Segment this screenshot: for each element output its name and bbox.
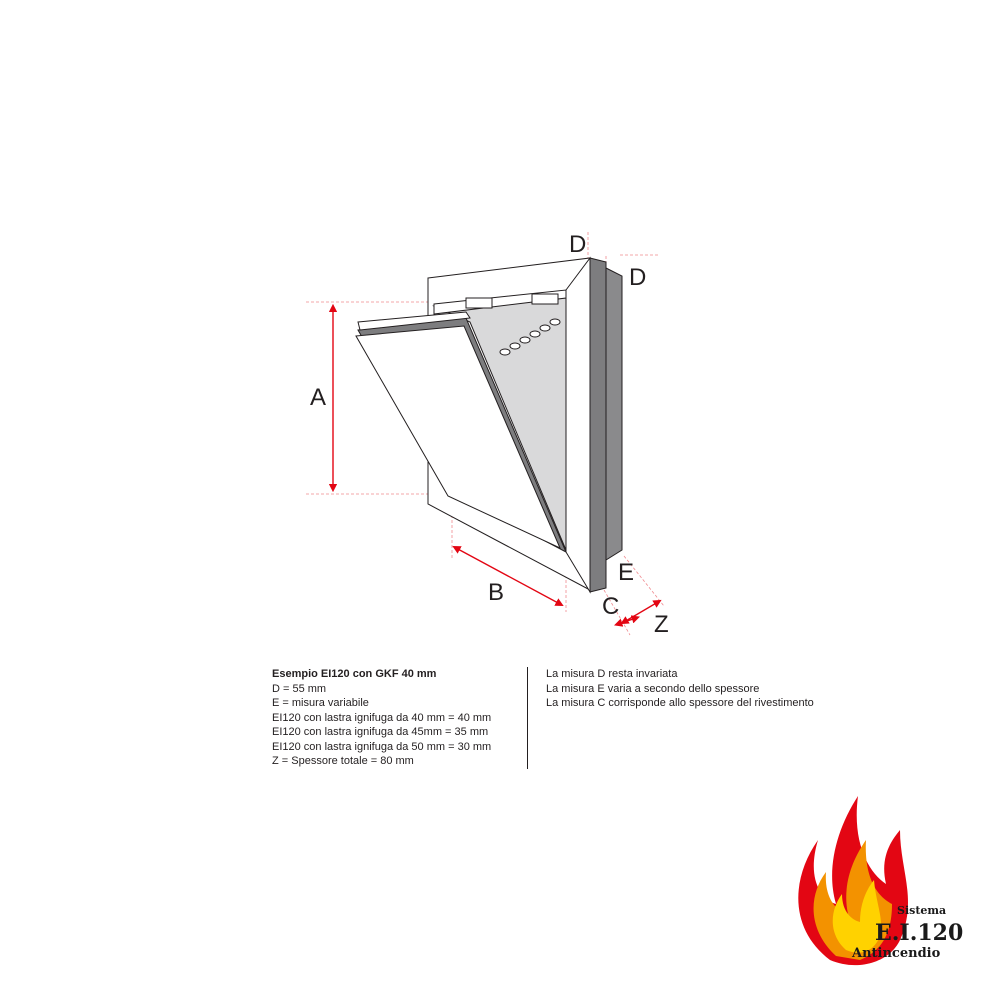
flame-icon bbox=[798, 796, 908, 966]
arrow-B bbox=[452, 546, 564, 606]
frame-front-face bbox=[565, 256, 591, 594]
label-C: C bbox=[602, 593, 619, 620]
ei120-logo: Sistema E.I.120 Antincendio bbox=[798, 796, 963, 966]
notes-right-column: La misura D resta invariata La misura E … bbox=[546, 667, 846, 711]
note-line: EI120 con lastra ignifuga da 45mm = 35 m… bbox=[272, 726, 489, 738]
notes-divider bbox=[527, 667, 528, 769]
label-D-top: D bbox=[569, 231, 586, 258]
note-line: La misura C corrisponde allo spessore de… bbox=[546, 697, 814, 709]
arrow-Z bbox=[620, 599, 662, 625]
hinge-bracket-left bbox=[465, 297, 493, 309]
label-E: E bbox=[618, 559, 634, 586]
logo-line-sistema: Sistema bbox=[897, 904, 946, 917]
frame-side bbox=[589, 257, 607, 593]
note-line: Z = Spessore totale = 80 mm bbox=[272, 755, 414, 767]
dimension-arrows bbox=[328, 303, 662, 627]
logo-line-antincendio: Antincendio bbox=[851, 946, 941, 961]
back-plate bbox=[605, 267, 623, 561]
label-A: A bbox=[310, 384, 326, 411]
note-line: La misura E varia a secondo dello spesso… bbox=[546, 682, 760, 695]
note-line: La misura D resta invariata bbox=[546, 668, 678, 680]
logo-line-ei120: E.I.120 bbox=[875, 920, 963, 946]
label-D-right: D bbox=[629, 264, 646, 291]
notes-left-column: Esempio EI120 con GKF 40 mm D = 55 mm E … bbox=[272, 667, 522, 769]
note-line: D = 55 mm bbox=[272, 682, 327, 695]
label-Z: Z bbox=[654, 611, 669, 638]
notes-title: Esempio EI120 con GKF 40 mm bbox=[272, 668, 437, 680]
note-line: EI120 con lastra ignifuga da 50 mm = 30 … bbox=[272, 740, 492, 753]
door-panel-top bbox=[357, 311, 471, 331]
note-line: EI120 con lastra ignifuga da 40 mm = 40 … bbox=[272, 711, 492, 724]
note-line: E = misura variabile bbox=[272, 697, 369, 709]
safety-chain bbox=[499, 318, 561, 356]
hinge-bracket-right bbox=[531, 293, 559, 305]
label-B: B bbox=[488, 579, 504, 606]
